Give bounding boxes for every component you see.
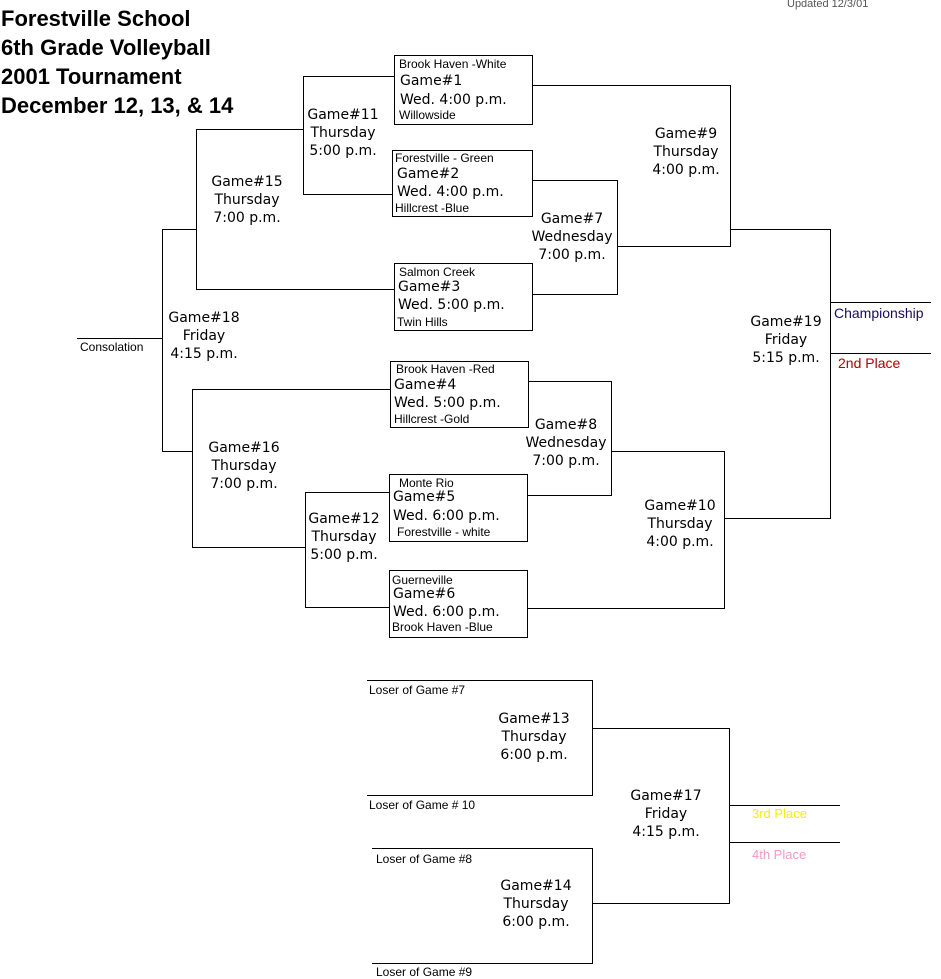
championship-label: Championship bbox=[834, 305, 924, 321]
game-1-label: Game#1 bbox=[400, 73, 463, 89]
game-1-team-bottom: Willowside bbox=[399, 108, 456, 122]
game-5-box: Monte Rio Game#5 Wed. 6:00 p.m. Forestvi… bbox=[389, 474, 528, 542]
game-3-box: Salmon Creek Game#3 Wed. 5:00 p.m. Twin … bbox=[394, 263, 533, 331]
loser-game-9-label: Loser of Game #9 bbox=[376, 965, 473, 979]
game-6-label: Game#6 bbox=[393, 586, 456, 602]
title-line-4: December 12, 13, & 14 bbox=[1, 93, 234, 118]
game-2-team-bottom: Hillcrest -Blue bbox=[395, 201, 470, 215]
game-5-time: Wed. 6:00 p.m. bbox=[393, 508, 500, 524]
game-5-team-top: Monte Rio bbox=[399, 476, 454, 490]
second-place-label: 2nd Place bbox=[838, 355, 901, 371]
fourth-place-label: 4th Place bbox=[752, 847, 807, 862]
game-6-team-bottom: Brook Haven -Blue bbox=[392, 620, 493, 634]
game-4-team-bottom: Hillcrest -Gold bbox=[394, 412, 470, 426]
consolation-label: Consolation bbox=[80, 340, 144, 354]
game-3-team-top: Salmon Creek bbox=[399, 265, 476, 279]
game-2-box: Forestville - Green Game#2 Wed. 4:00 p.m… bbox=[392, 150, 533, 217]
loser-game-7-label: Loser of Game #7 bbox=[369, 683, 466, 697]
game-4-label: Game#4 bbox=[394, 377, 457, 393]
game-3-team-bottom: Twin Hills bbox=[397, 315, 448, 329]
loser-game-8-label: Loser of Game #8 bbox=[376, 852, 473, 866]
game-4-time: Wed. 5:00 p.m. bbox=[394, 395, 501, 411]
third-place-label: 3rd Place bbox=[752, 806, 807, 821]
game-3-time: Wed. 5:00 p.m. bbox=[398, 297, 505, 313]
title-line-2: 6th Grade Volleyball bbox=[1, 35, 211, 60]
game-1-time: Wed. 4:00 p.m. bbox=[400, 92, 507, 108]
loser-game-10-label: Loser of Game # 10 bbox=[369, 798, 476, 812]
game-2-team-top: Forestville - Green bbox=[395, 151, 494, 165]
game-1-team-top: Brook Haven -White bbox=[399, 57, 507, 71]
game-4-team-top: Brook Haven -Red bbox=[396, 362, 495, 376]
title-line-1: Forestville School bbox=[1, 6, 191, 31]
game-4-box: Brook Haven -Red Game#4 Wed. 5:00 p.m. H… bbox=[390, 361, 529, 428]
game-6-time: Wed. 6:00 p.m. bbox=[393, 604, 500, 620]
game-2-label: Game#2 bbox=[397, 166, 460, 182]
updated-date: Updated 12/3/01 bbox=[787, 0, 869, 10]
game-6-box: Guerneville Game#6 Wed. 6:00 p.m. Brook … bbox=[389, 570, 528, 638]
game-5-team-bottom: Forestville - white bbox=[397, 525, 491, 539]
game-1-box: Brook Haven -White Game#1 Wed. 4:00 p.m.… bbox=[394, 55, 533, 125]
title-line-3: 2001 Tournament bbox=[1, 64, 182, 89]
game-3-label: Game#3 bbox=[398, 279, 461, 295]
game-5-label: Game#5 bbox=[393, 489, 456, 505]
game-2-time: Wed. 4:00 p.m. bbox=[397, 184, 504, 200]
game-6-team-top: Guerneville bbox=[392, 573, 453, 587]
